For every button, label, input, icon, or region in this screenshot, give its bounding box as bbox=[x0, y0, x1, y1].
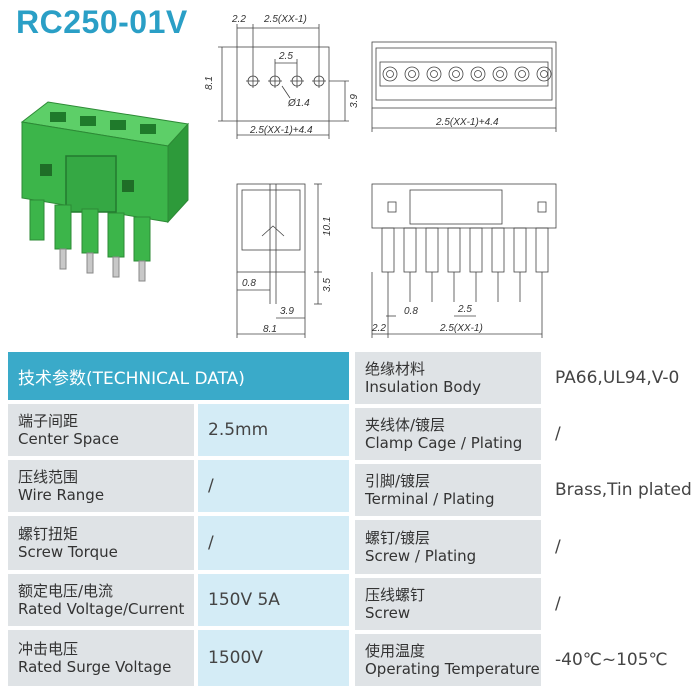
dim-hole-diameter: Ø1.4 bbox=[287, 98, 310, 109]
row-label-cn: 引脚/镀层 bbox=[365, 472, 431, 490]
row-label-en: Wire Range bbox=[18, 486, 105, 504]
row-label-cn: 夹线体/镀层 bbox=[365, 416, 446, 434]
row-value: / bbox=[208, 533, 214, 553]
dim-8-1-side: 8.1 bbox=[263, 324, 277, 335]
dim-pitch-top: 2.5(XX-1) bbox=[263, 14, 307, 25]
row-value: 2.5mm bbox=[208, 420, 269, 440]
row-label-en: Operating Temperature bbox=[365, 660, 540, 678]
top-view-drawing bbox=[371, 41, 557, 132]
row-value: / bbox=[555, 594, 561, 614]
row-value: 1500V bbox=[208, 648, 263, 668]
table-row-label: 绝缘材料 Insulation Body bbox=[355, 352, 541, 404]
dim-3-9-side: 3.9 bbox=[280, 306, 294, 317]
row-label-cn: 绝缘材料 bbox=[365, 360, 426, 378]
table-row-value: / bbox=[198, 460, 349, 512]
row-label-en: Screw Torque bbox=[18, 543, 118, 561]
row-label-en: Center Space bbox=[18, 430, 119, 448]
dim-pitch-front: 2.5(XX-1) bbox=[439, 323, 483, 334]
connector-photo bbox=[20, 101, 189, 282]
table-row-value: / bbox=[198, 516, 349, 570]
row-label-en: Terminal / Plating bbox=[365, 490, 495, 508]
pcb-layout-drawing bbox=[218, 24, 349, 139]
dim-0-8-side: 0.8 bbox=[242, 278, 256, 289]
dim-height-10-1: 10.1 bbox=[322, 217, 333, 236]
dim-2-5-front: 2.5 bbox=[457, 304, 472, 315]
row-label-cn: 端子间距 bbox=[18, 412, 79, 430]
table-row-value: / bbox=[545, 520, 694, 574]
row-label-cn: 压线范围 bbox=[18, 468, 79, 486]
row-label-cn: 冲击电压 bbox=[18, 640, 79, 658]
row-label-cn: 螺钉扭矩 bbox=[18, 525, 79, 543]
dim-2-5-top: 2.5 bbox=[278, 51, 293, 62]
row-value: Brass,Tin plated bbox=[555, 480, 692, 500]
row-value: 150V 5A bbox=[208, 590, 280, 610]
dim-total-width-right: 2.5(XX-1)+4.4 bbox=[435, 117, 499, 128]
table-row-label: 螺钉/镀层 Screw / Plating bbox=[355, 520, 541, 574]
table-row-label: 引脚/镀层 Terminal / Plating bbox=[355, 464, 541, 516]
technical-drawings: 2.2 2.5(XX-1) 2.5 8.1 3.9 Ø1.4 2.5(XX-1)… bbox=[20, 14, 557, 338]
dim-2-2-front: 2.2 bbox=[371, 323, 386, 334]
table-row-label: 使用温度 Operating Temperature bbox=[355, 634, 541, 686]
dim-3-5: 3.5 bbox=[322, 278, 333, 292]
table-row-label: 端子间距 Center Space bbox=[8, 404, 194, 456]
row-label-cn: 螺钉/镀层 bbox=[365, 529, 431, 547]
table-header-text: 技术参数(TECHNICAL DATA) bbox=[18, 368, 245, 389]
table-row-label: 夹线体/镀层 Clamp Cage / Plating bbox=[355, 408, 541, 460]
row-label-en: Rated Surge Voltage bbox=[18, 658, 172, 676]
front-view-drawing bbox=[371, 183, 557, 338]
table-row-value: / bbox=[545, 578, 694, 630]
dim-8-1-top: 8.1 bbox=[204, 76, 215, 90]
table-row-value: 2.5mm bbox=[198, 404, 349, 456]
row-label-en: Screw bbox=[365, 604, 411, 622]
row-value: / bbox=[208, 476, 214, 496]
table-row-value: Brass,Tin plated bbox=[545, 464, 694, 516]
row-label-cn: 压线螺钉 bbox=[365, 586, 426, 604]
product-title: RC250-01V bbox=[16, 4, 188, 40]
table-row-value: 150V 5A bbox=[198, 574, 349, 626]
dim-3-9-top: 3.9 bbox=[349, 94, 360, 108]
row-label-en: Rated Voltage/Current bbox=[18, 600, 185, 618]
row-label-en: Screw / Plating bbox=[365, 547, 477, 565]
row-value: -40℃~105℃ bbox=[555, 650, 668, 670]
table-row-value: / bbox=[545, 408, 694, 460]
table-row-value: -40℃~105℃ bbox=[545, 634, 694, 686]
table-row-label: 压线范围 Wire Range bbox=[8, 460, 194, 512]
row-value: / bbox=[555, 424, 561, 444]
table-row-value: 1500V bbox=[198, 630, 349, 686]
table-header: 技术参数(TECHNICAL DATA) bbox=[8, 352, 349, 400]
side-view-drawing bbox=[236, 183, 322, 338]
table-row-label: 额定电压/电流 Rated Voltage/Current bbox=[8, 574, 194, 626]
table-row-label: 螺钉扭矩 Screw Torque bbox=[8, 516, 194, 570]
table-row-label: 压线螺钉 Screw bbox=[355, 578, 541, 630]
table-row-label: 冲击电压 Rated Surge Voltage bbox=[8, 630, 194, 686]
row-label-cn: 额定电压/电流 bbox=[18, 582, 114, 600]
dim-total-width-left: 2.5(XX-1)+4.4 bbox=[249, 125, 313, 136]
technical-data-table: 技术参数(TECHNICAL DATA) 端子间距 Center Space 2… bbox=[8, 352, 694, 688]
row-label-en: Insulation Body bbox=[365, 378, 481, 396]
row-label-en: Clamp Cage / Plating bbox=[365, 434, 523, 452]
dim-0-8-front: 0.8 bbox=[404, 306, 418, 317]
dim-2-2-top: 2.2 bbox=[231, 14, 246, 25]
row-label-cn: 使用温度 bbox=[365, 642, 426, 660]
table-row-value: PA66,UL94,V-0 bbox=[545, 352, 694, 404]
row-value: PA66,UL94,V-0 bbox=[555, 368, 680, 388]
row-value: / bbox=[555, 537, 561, 557]
